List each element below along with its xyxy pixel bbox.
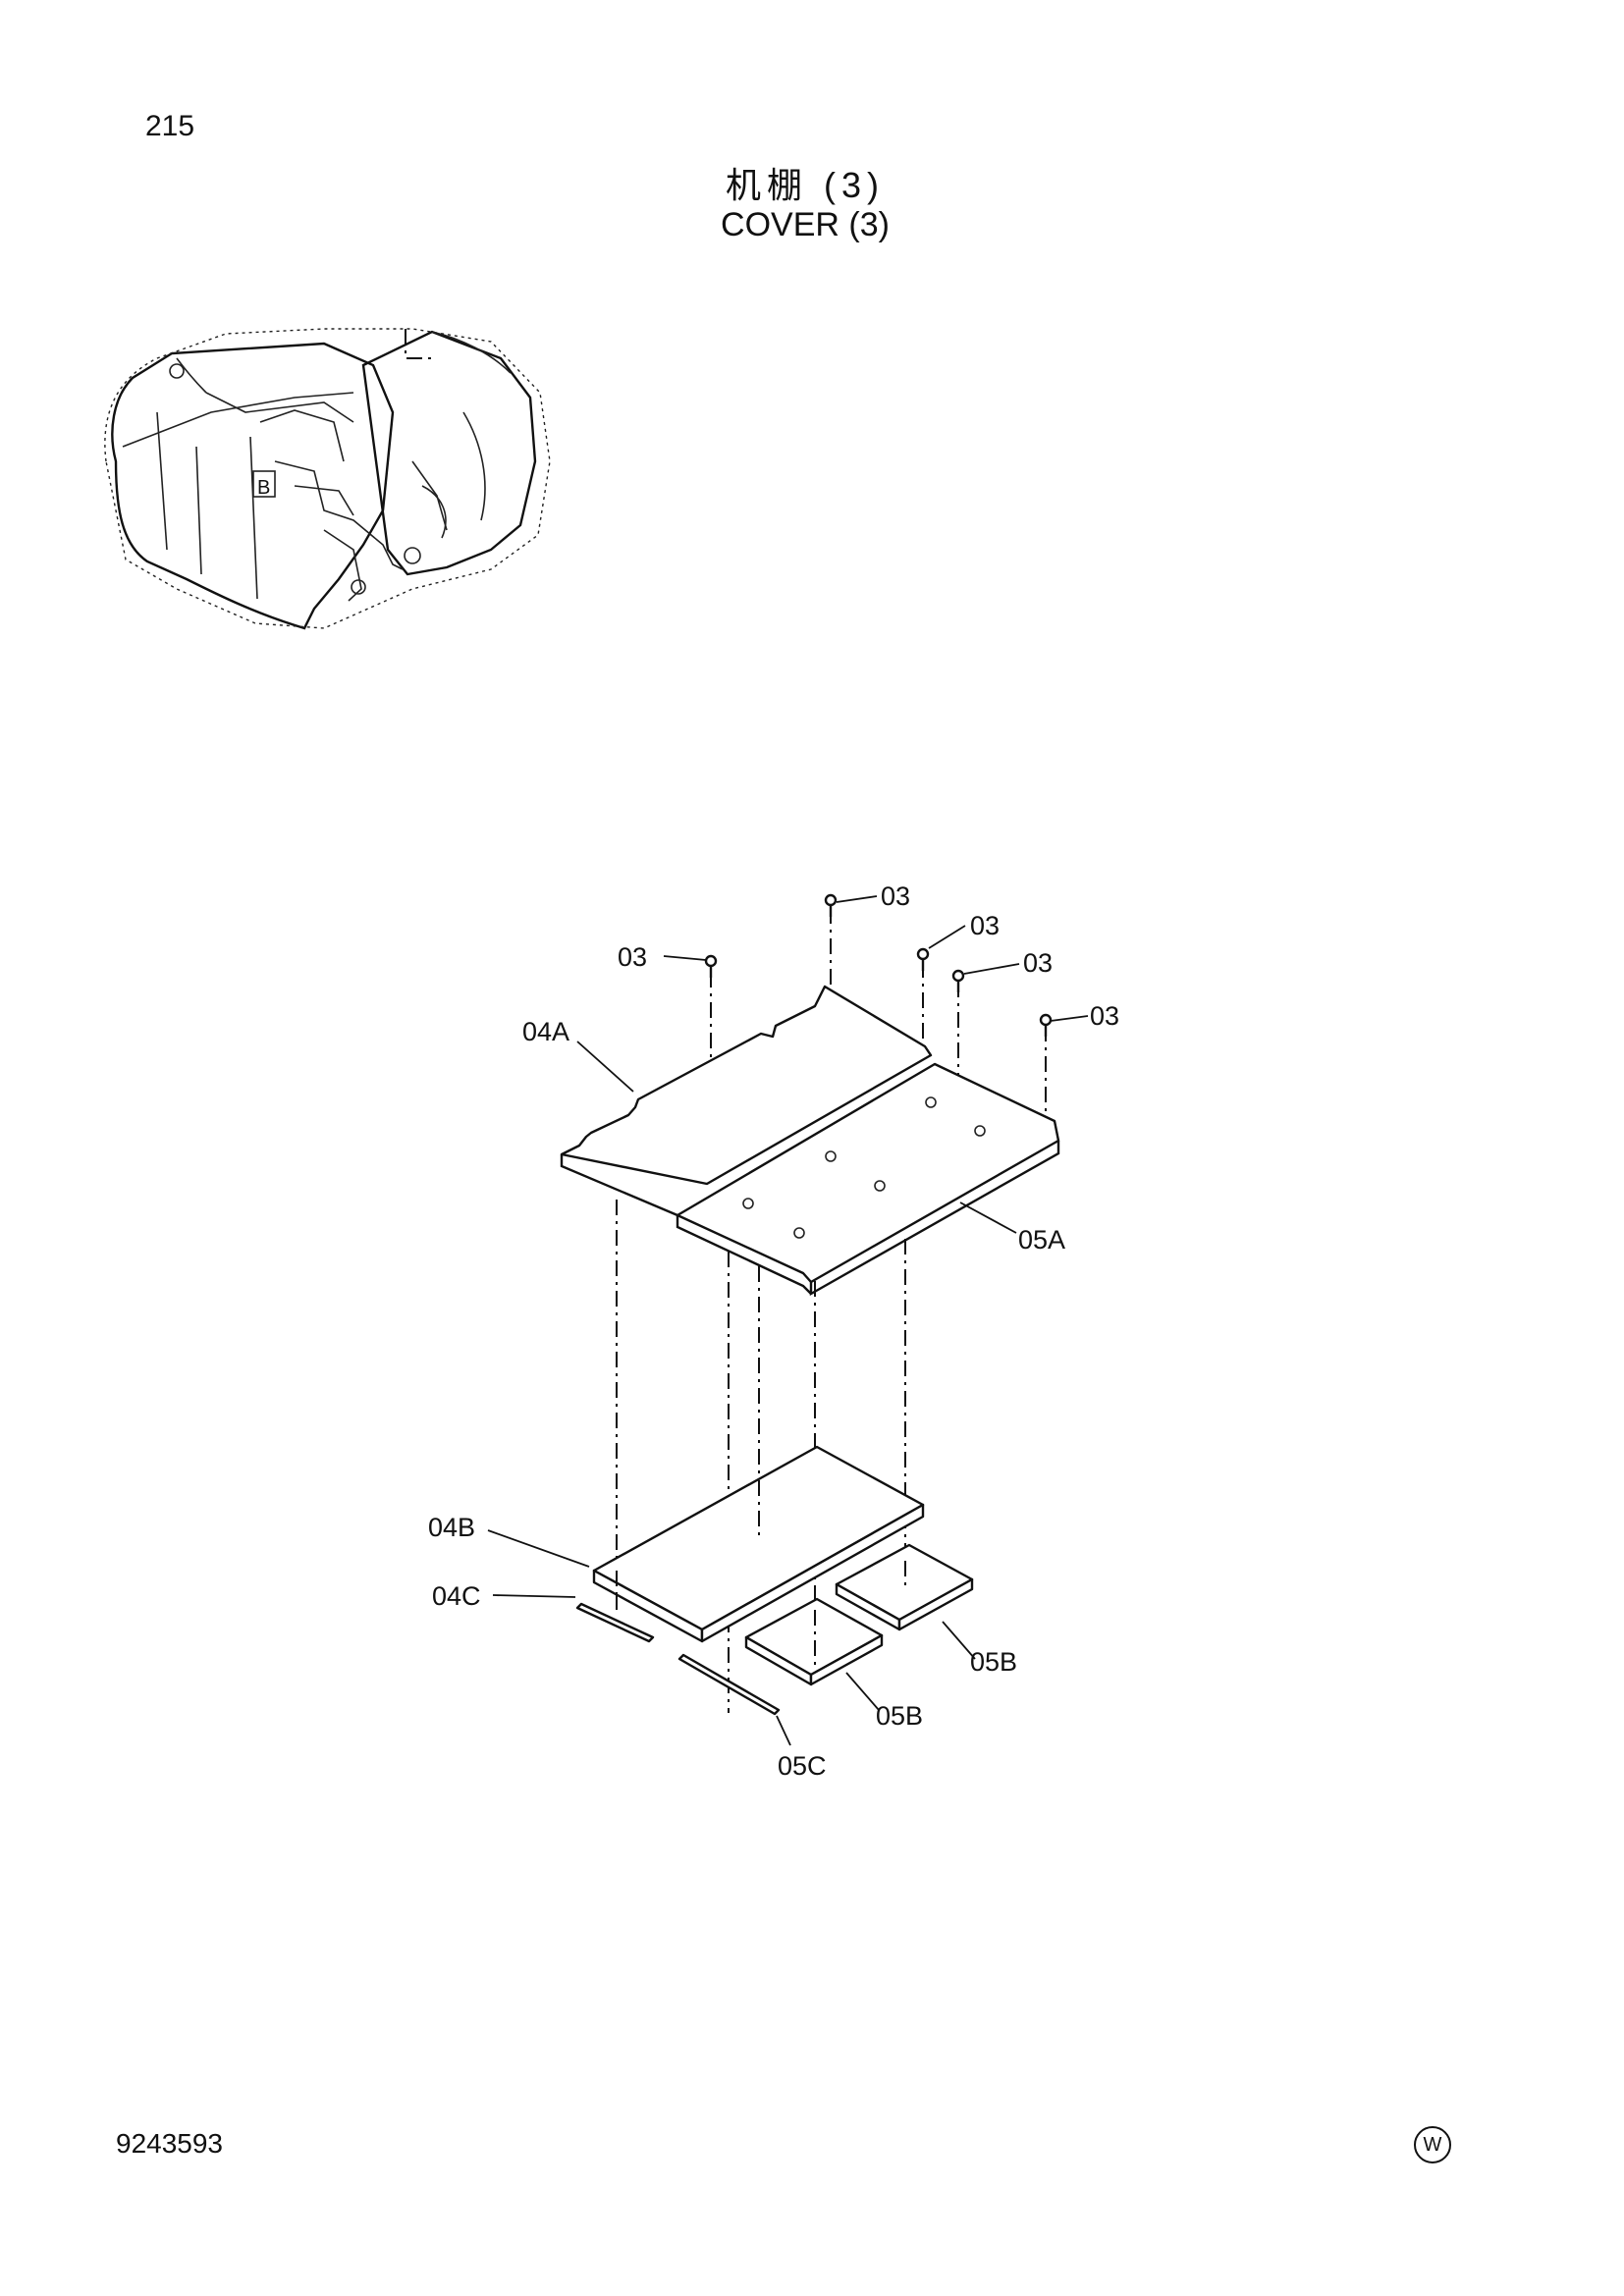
bolt-03 — [1039, 1013, 1053, 1037]
label-05C: 05C — [778, 1751, 827, 1781]
bolt-03 — [951, 969, 965, 992]
pad-05B-right — [835, 1543, 974, 1631]
cover-05A-holes — [742, 1096, 986, 1239]
bolt-03 — [916, 947, 930, 971]
strip-04C — [575, 1602, 655, 1643]
pad-05B-left — [744, 1597, 884, 1686]
page-title-cn: 机棚 (3) — [725, 165, 885, 205]
document-number: 9243593 — [116, 2128, 224, 2159]
cover-04A — [560, 985, 933, 1186]
label-05A: 05A — [1018, 1225, 1065, 1255]
bolts-03 — [704, 893, 1053, 1037]
label-05B: 05B — [876, 1701, 923, 1731]
leader-lines — [487, 895, 1089, 1746]
label-03: 03 — [618, 942, 647, 972]
publisher-mark: W — [1414, 2126, 1451, 2163]
strip-05C — [677, 1653, 781, 1716]
overview-view-label: B — [257, 477, 270, 499]
label-05B: 05B — [970, 1647, 1017, 1677]
label-03: 03 — [1023, 948, 1053, 978]
page-number: 215 — [145, 110, 195, 142]
bolt-03 — [824, 893, 838, 917]
label-04B: 04B — [428, 1513, 475, 1542]
label-03: 03 — [970, 911, 1000, 940]
label-04A: 04A — [522, 1017, 569, 1046]
pad-04B — [592, 1445, 925, 1643]
label-03: 03 — [1090, 1001, 1119, 1031]
page-title-en: COVER (3) — [721, 206, 890, 243]
machine-overview: B — [104, 328, 551, 630]
bolt-03 — [704, 954, 718, 978]
label-03: 03 — [881, 881, 910, 911]
part-labels: 03 03 03 03 03 04A 05A 04B 04C 05B 05B 0… — [428, 881, 1119, 1781]
label-04C: 04C — [432, 1581, 481, 1611]
